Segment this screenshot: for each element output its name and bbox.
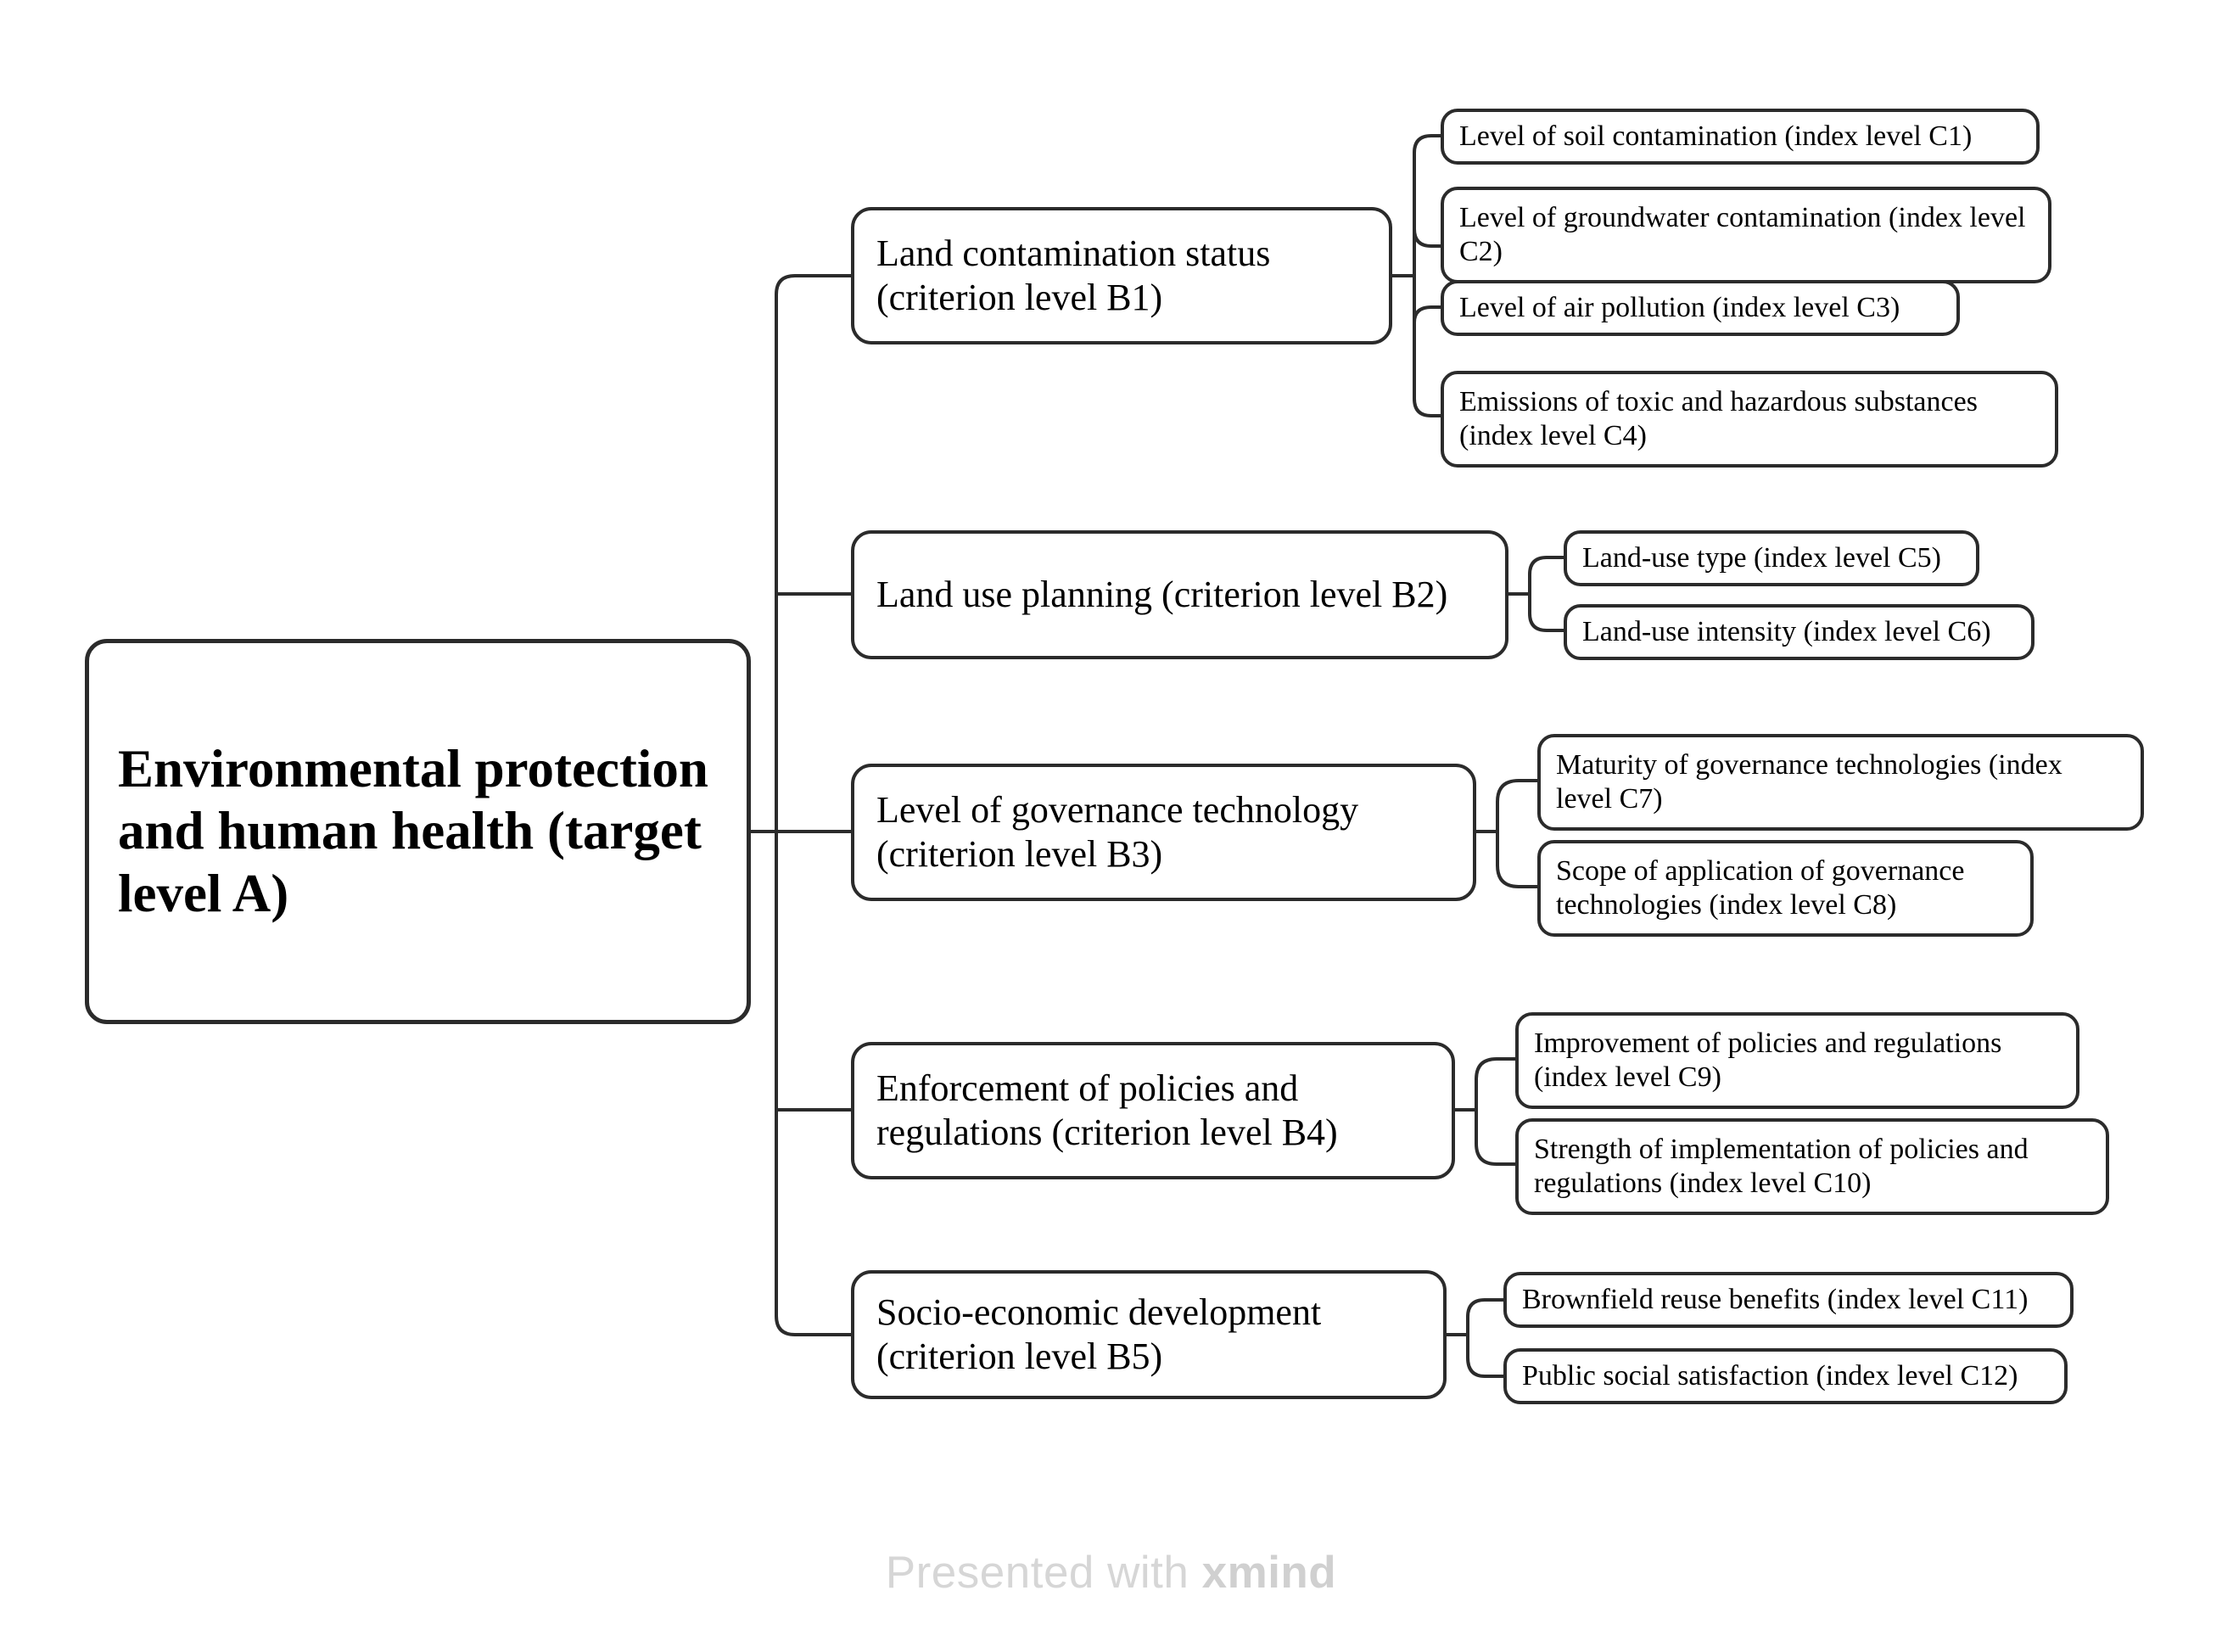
node-b3-governance-technology[interactable]: Level of governance technology (criterio… — [851, 764, 1476, 901]
node-c5-label: Land-use type (index level C5) — [1582, 541, 1941, 574]
node-c12-label: Public social satisfaction (index level … — [1522, 1359, 2018, 1392]
node-c4-label: Emissions of toxic and hazardous substan… — [1459, 385, 1978, 451]
node-c7-label: Maturity of governance technologies (ind… — [1556, 748, 2062, 815]
node-c3-air-pollution[interactable]: Level of air pollution (index level C3) — [1441, 280, 1960, 336]
node-c1-soil-contamination[interactable]: Level of soil contamination (index level… — [1441, 109, 2040, 165]
xmind-watermark: Presented with xmind — [0, 1547, 2222, 1599]
node-c10-strength-implementation[interactable]: Strength of implementation of policies a… — [1515, 1118, 2109, 1215]
node-c9-improvement-policies-regulations[interactable]: Improvement of policies and regulations … — [1515, 1012, 2079, 1109]
node-c3-label: Level of air pollution (index level C3) — [1459, 291, 1900, 323]
node-c11-brownfield-reuse-benefits[interactable]: Brownfield reuse benefits (index level C… — [1503, 1272, 2074, 1328]
node-c2-label: Level of groundwater contamination (inde… — [1459, 201, 2026, 267]
node-c8-label: Scope of application of governance techn… — [1556, 854, 1965, 921]
node-c6-land-use-intensity[interactable]: Land-use intensity (index level C6) — [1564, 604, 2035, 660]
node-b4-enforcement-policies-regulations[interactable]: Enforcement of policies and regulations … — [851, 1042, 1455, 1179]
node-b1-land-contamination-status[interactable]: Land contamination status (criterion lev… — [851, 207, 1392, 344]
node-c7-maturity-governance-technologies[interactable]: Maturity of governance technologies (ind… — [1537, 734, 2144, 831]
node-c4-toxic-hazardous-emissions[interactable]: Emissions of toxic and hazardous substan… — [1441, 371, 2058, 468]
node-root-target-level-a[interactable]: Environmental protection and human healt… — [85, 639, 751, 1024]
node-c9-label: Improvement of policies and regulations … — [1534, 1027, 2002, 1093]
node-c8-scope-governance-technologies[interactable]: Scope of application of governance techn… — [1537, 840, 2034, 937]
node-c5-land-use-type[interactable]: Land-use type (index level C5) — [1564, 530, 1979, 586]
node-c10-label: Strength of implementation of policies a… — [1534, 1133, 2029, 1199]
node-c11-label: Brownfield reuse benefits (index level C… — [1522, 1283, 2029, 1315]
node-b1-label: Land contamination status (criterion lev… — [876, 232, 1271, 318]
node-c6-label: Land-use intensity (index level C6) — [1582, 615, 1991, 647]
node-b4-label: Enforcement of policies and regulations … — [876, 1067, 1338, 1153]
node-b5-socio-economic-development[interactable]: Socio-economic development (criterion le… — [851, 1270, 1447, 1399]
node-b3-label: Level of governance technology (criterio… — [876, 789, 1359, 875]
node-c12-public-social-satisfaction[interactable]: Public social satisfaction (index level … — [1503, 1348, 2068, 1404]
watermark-prefix: Presented with — [885, 1548, 1202, 1598]
node-c1-label: Level of soil contamination (index level… — [1459, 120, 1973, 152]
watermark-brand: xmind — [1201, 1548, 1337, 1598]
node-c2-groundwater-contamination[interactable]: Level of groundwater contamination (inde… — [1441, 187, 2051, 283]
node-b2-land-use-planning[interactable]: Land use planning (criterion level B2) — [851, 530, 1508, 659]
node-root-label: Environmental protection and human healt… — [118, 739, 708, 923]
node-b5-label: Socio-economic development (criterion le… — [876, 1291, 1322, 1377]
node-b2-label: Land use planning (criterion level B2) — [876, 574, 1448, 616]
